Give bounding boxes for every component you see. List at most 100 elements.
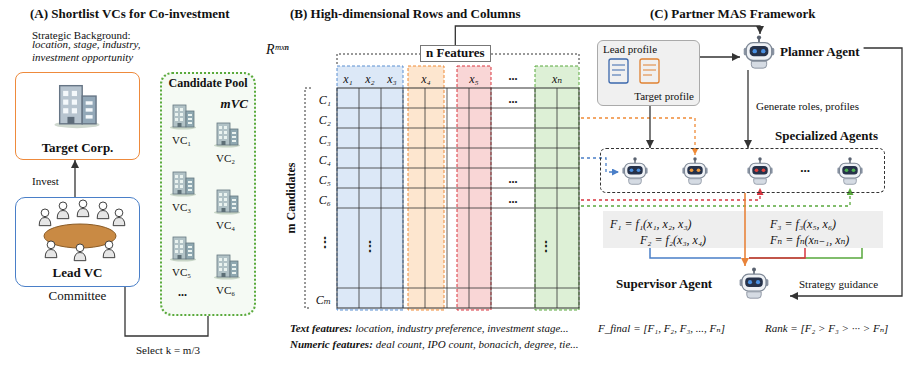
label-holder: VC₄ [216, 215, 235, 233]
label-holder: C₆ [319, 190, 331, 208]
label-holder: Select k = m/3 [134, 340, 202, 358]
vc-label: VC₆ [216, 284, 235, 296]
label-holder: C₂ [319, 110, 331, 128]
label-holder: Text features: [290, 318, 352, 336]
connector [74, 160, 75, 197]
note-label: Text features: [290, 322, 352, 334]
node-text: Lead profile [603, 43, 657, 56]
label-holder: x₃ [387, 69, 397, 87]
label-holder: ⋮ [364, 236, 376, 254]
profile-box: Lead profileTarget profile [597, 40, 700, 106]
label-holder: location, industry preference, investmen… [355, 318, 568, 336]
column-header: x₄ [421, 72, 431, 86]
label-holder: ⋮ [540, 236, 552, 254]
vc-label: VC₁ [172, 134, 191, 146]
label-holder: x₁ [343, 69, 353, 87]
node-text: Planner Agent [780, 45, 860, 60]
node-text: Target profile [634, 90, 694, 103]
agent-node: Planner Agent [740, 34, 864, 70]
vc-label: VC₅ [172, 266, 191, 278]
label-holder: VC₁ [172, 130, 191, 148]
connector [747, 70, 748, 148]
connector [744, 193, 746, 266]
label-holder: Fₙ = fₙ(xₙ₋₁, xₙ) [770, 230, 849, 248]
node-text: Specialized Agents [601, 129, 884, 144]
label-holder: (C) Partner MAS Framework [650, 4, 815, 22]
label-holder: VC₅ [172, 262, 191, 280]
label-holder: location, stage, industry, investment op… [32, 38, 158, 63]
row-header: C₁ [319, 93, 331, 107]
label-holder: ... [509, 189, 518, 207]
ellipsis: ⋮ [319, 235, 331, 249]
row-header: C₃ [319, 133, 331, 147]
agent-group: Specialized Agents [600, 148, 885, 193]
node-text: Lead VC [53, 266, 103, 281]
row-header: C₄ [319, 153, 331, 167]
edge-label: Invest [30, 175, 61, 187]
label-holder: F_final = [F₁, F₂, F₃, ..., Fₙ] [598, 318, 725, 336]
connector [700, 56, 740, 57]
label-holder: C₅ [319, 170, 331, 188]
label-holder: deal count, IPO count, bonacich, degree,… [376, 334, 579, 352]
label-holder: ... [178, 282, 187, 300]
label-holder: VC₆ [216, 280, 235, 298]
agent-node: Supervisor Agent [612, 266, 790, 302]
ellipsis: ... [509, 92, 518, 106]
ellipsis: ⋮ [364, 239, 376, 253]
edge-label: Select k = m/3 [134, 344, 202, 356]
ellipsis: ⋮ [540, 239, 552, 253]
node-text: Supervisor Agent [616, 277, 712, 292]
row-header: C₂ [319, 113, 331, 127]
ellipsis: ... [178, 285, 187, 299]
ellipsis: ... [509, 192, 518, 206]
formula: Rank = [F₂ > F₃ > ··· > Fₙ] [765, 322, 888, 334]
feature-box: n Features [420, 45, 491, 62]
axis-label: m Candidates [284, 162, 298, 233]
panel-title: (A) Shortlist VCs for Co-investment [30, 6, 230, 21]
edge-label: Generate roles, profiles [754, 100, 861, 112]
pool-box: Candidate PoolmVC [160, 72, 256, 316]
committee-box: Lead VCCommittee [15, 197, 140, 287]
label-holder: ... [509, 66, 518, 84]
label-holder: (B) High-dimensional Rows and Columns [290, 4, 520, 22]
column-header: x₂ [365, 72, 375, 86]
label-holder: VC₃ [172, 197, 191, 215]
vc-label: VC₃ [172, 201, 191, 213]
node-text: n Features [426, 46, 485, 61]
connector [649, 106, 650, 148]
column-header: x₁ [343, 72, 353, 86]
label-holder: x₄ [421, 69, 431, 87]
note-label: Numeric features: [290, 338, 373, 350]
row-header: C₅ [319, 173, 331, 187]
edge-label: Strategy guidance [797, 278, 880, 290]
label-holder: Generate roles, profiles [754, 96, 861, 114]
label-holder: ... [800, 158, 810, 176]
column-header: xₙ [552, 72, 562, 86]
label-holder: xₙ [552, 69, 562, 87]
label-holder: x₂ [365, 69, 375, 87]
note-text: deal count, IPO count, bonacich, degree,… [376, 338, 579, 350]
label-holder: ⋮ [319, 232, 331, 250]
vc-label: VC₄ [216, 219, 235, 231]
label-holder: Strategy guidance [797, 274, 880, 292]
target-box: Target Corp. [15, 72, 140, 160]
label-holder: C₁ [319, 90, 331, 108]
label-holder: Invest [30, 171, 61, 189]
ellipsis: ... [509, 69, 518, 83]
panel-title: (B) High-dimensional Rows and Columns [290, 6, 520, 21]
label-holder: Rᵐˣⁿ [266, 40, 289, 58]
label-holder: F₃ = f₃(x₅, x₆) [770, 214, 836, 232]
label-holder: ... [509, 169, 518, 187]
panel-title: (C) Partner MAS Framework [650, 6, 815, 21]
node-text: Target Corp. [42, 141, 114, 156]
label-holder: F₁ = f₁(x₁, x₂, x₃) [610, 214, 692, 232]
note-text: location, industry preference, investmen… [355, 322, 568, 334]
node-text: Committee [49, 289, 107, 304]
label-holder: (A) Shortlist VCs for Co-investment [30, 4, 230, 22]
formula: F₃ = f₃(x₅, x₆) [770, 217, 836, 231]
label-holder: Numeric features: [290, 334, 373, 352]
column-header: x₅ [469, 72, 479, 86]
label-holder: F₂ = f₂(x₃, x₄) [640, 230, 706, 248]
label-holder: Cₘ [316, 290, 331, 308]
